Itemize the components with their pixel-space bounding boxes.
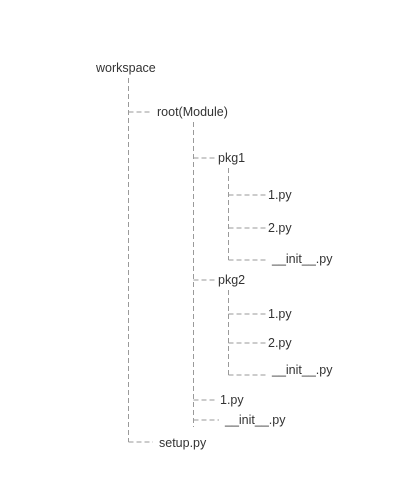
node-setup-py: setup.py	[159, 436, 207, 450]
node-root-init: __init__.py	[224, 413, 286, 427]
node-root-1py: 1.py	[220, 393, 244, 407]
node-pkg2-init: __init__.py	[271, 363, 333, 377]
node-pkg2-2py: 2.py	[268, 336, 292, 350]
node-pkg1: pkg1	[218, 151, 245, 165]
node-pkg1-1py: 1.py	[268, 188, 292, 202]
node-pkg1-2py: 2.py	[268, 221, 292, 235]
node-pkg2-1py: 1.py	[268, 307, 292, 321]
node-root-module: root(Module)	[157, 105, 228, 119]
node-pkg1-init: __init__.py	[271, 252, 333, 266]
tree-connectors	[128, 78, 268, 443]
node-workspace: workspace	[95, 61, 156, 75]
node-pkg2: pkg2	[218, 273, 245, 287]
